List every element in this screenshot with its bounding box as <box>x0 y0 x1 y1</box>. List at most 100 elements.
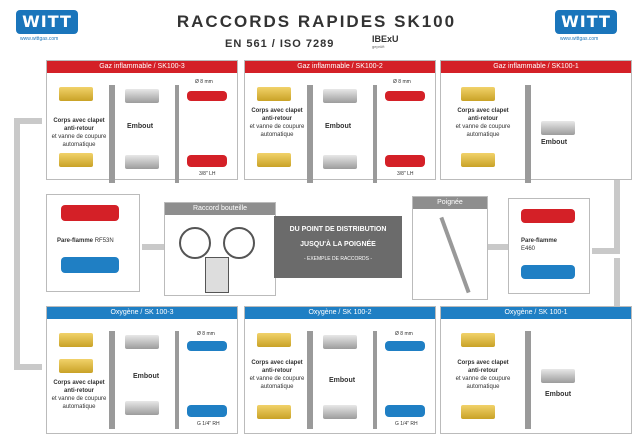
box-title: Raccord bouteille <box>165 203 275 215</box>
size-label-2: G 1/4" RH <box>395 421 418 427</box>
nipple-2 <box>125 401 159 415</box>
cylinder-icon <box>205 257 229 293</box>
arrestor-blue <box>521 265 575 279</box>
arrestor-blue <box>61 257 119 273</box>
divider-2 <box>175 85 179 183</box>
embout-label: Embout <box>133 373 160 380</box>
coupling-body <box>461 87 495 101</box>
hose-blue <box>385 341 425 351</box>
flow-arrow-left <box>14 118 20 370</box>
flow-arrow-left-bottom <box>14 364 42 370</box>
center-line-3: - EXEMPLE DE RACCORDS - <box>303 256 373 262</box>
panel-title: Oxygène / SK 100-1 <box>441 307 631 319</box>
gauge-icon <box>179 227 211 259</box>
panel-title: Gaz inflammable / SK100-2 <box>245 61 435 73</box>
embout-label: Embout <box>545 391 572 398</box>
divider-2 <box>373 85 377 183</box>
flow-arrow-right-mid <box>592 248 620 254</box>
hose-red <box>385 91 425 101</box>
coupling-body <box>59 87 93 101</box>
witt-logo-right: WITT <box>555 10 617 34</box>
hose-blue-2 <box>187 405 227 417</box>
cylinder-connection-box: Raccord bouteille <box>164 202 276 296</box>
logo-url-right: www.wittgas.com <box>560 36 599 42</box>
flow-arrow-left-top <box>14 118 42 124</box>
coupling-body-2 <box>59 359 93 373</box>
panel-title: Gaz inflammable / SK100-1 <box>441 61 631 73</box>
divider <box>525 331 531 429</box>
panel-title: Oxygène / SK 100-2 <box>245 307 435 319</box>
hose-red <box>187 91 227 101</box>
embout-label: Embout <box>127 123 154 130</box>
coupling-body-2 <box>257 153 291 167</box>
nipple-2 <box>323 405 357 419</box>
panel-title: Oxygène / SK 100-3 <box>47 307 237 319</box>
divider <box>109 85 115 183</box>
nipple-2 <box>323 155 357 169</box>
nipple <box>541 369 575 383</box>
nipple <box>323 335 357 349</box>
divider <box>307 331 313 429</box>
coupling-body-2 <box>59 153 93 167</box>
arrestor-label: Pare-flamme RF53N <box>57 238 114 244</box>
nipple-2 <box>125 155 159 169</box>
flow-arrow-right-upper <box>614 118 620 248</box>
gauge-icon <box>223 227 255 259</box>
size-label-2: G 1/4" RH <box>197 421 220 427</box>
ibexu-sub: geprüft <box>372 44 385 49</box>
witt-logo-left: WITT <box>16 10 78 34</box>
panel-red-sk100-3: Gaz inflammable / SK100-3 Corps avec cla… <box>46 60 238 183</box>
hose-blue-2 <box>385 405 425 417</box>
size-label-1: Ø 8 mm <box>393 79 411 85</box>
divider <box>109 331 115 429</box>
size-label-2: 3/8" LH <box>397 171 414 177</box>
panel-red-sk100-2: Gaz inflammable / SK100-2 Corps avec cla… <box>244 60 436 183</box>
box-title: Poignée <box>413 197 487 209</box>
arrestor-red <box>521 209 575 223</box>
flashback-arrestor-left: Pare-flamme RF53N <box>46 194 140 292</box>
divider <box>525 85 531 183</box>
page-title: RACCORDS RAPIDES SK100 <box>176 12 457 31</box>
ibexu-text: IBExU <box>372 34 399 44</box>
flow-arrow-center-left <box>142 244 164 250</box>
divider-2 <box>175 331 179 429</box>
nipple <box>125 335 159 349</box>
coupling-body-2 <box>257 405 291 419</box>
hose-red-2 <box>187 155 227 167</box>
embout-label: Embout <box>329 377 356 384</box>
coupling-body <box>59 333 93 347</box>
logo-url-left: www.wittgas.com <box>20 36 59 42</box>
nipple <box>323 89 357 103</box>
panel-red-sk100-1: Gaz inflammable / SK100-1 Corps avec cla… <box>440 60 632 183</box>
divider-2 <box>373 331 377 429</box>
center-line-2: JUSQU'À LA POIGNÉE <box>300 241 376 248</box>
embout-label: Embout <box>325 123 352 130</box>
center-line-1: DU POINT DE DISTRIBUTION <box>289 226 387 233</box>
page-subtitle: EN 561 / ISO 7289 <box>225 38 335 50</box>
divider <box>307 85 313 183</box>
hose-blue <box>187 341 227 351</box>
coupling-body <box>461 333 495 347</box>
size-label-1: Ø 8 mm <box>195 79 213 85</box>
size-label-1: Ø 8 mm <box>197 331 215 337</box>
coupling-body-2 <box>461 405 495 419</box>
size-label-2: 3/8" LH <box>199 171 216 177</box>
torch-box: Poignée <box>412 196 488 300</box>
nipple <box>125 89 159 103</box>
size-label-1: Ø 8 mm <box>395 331 413 337</box>
embout-label: Embout <box>541 139 568 146</box>
hose-red-2 <box>385 155 425 167</box>
center-banner: DU POINT DE DISTRIBUTION JUSQU'À LA POIG… <box>274 216 402 278</box>
